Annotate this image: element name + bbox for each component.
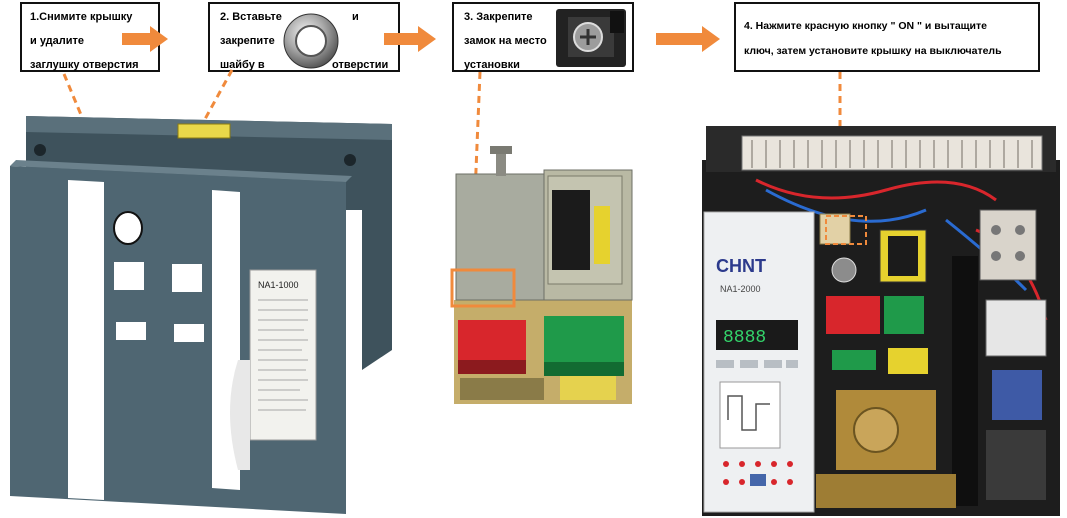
step-3-line-2: замок на место <box>464 35 547 47</box>
washer-image <box>283 13 339 69</box>
brand-label: CHNT <box>716 256 766 276</box>
step-2-line-4: шайбу в <box>220 59 265 71</box>
breaker-cover-image: NA1-1000 <box>10 116 392 514</box>
step-2-line-3: закрепите <box>220 35 275 47</box>
lock-module-image <box>450 146 633 404</box>
step-1-line-3: заглушку отверстия <box>30 59 139 71</box>
step-1-line-1: 1.Снимите крышку <box>30 11 133 23</box>
step-2-line-5: отверстии <box>332 59 389 71</box>
arrow-1-icon <box>122 26 168 52</box>
step-3-line-1: 3. Закрепите <box>464 11 533 23</box>
display-readout: 8888 <box>723 328 766 348</box>
model-label: NA1-2000 <box>720 284 761 294</box>
arrow-3-icon <box>656 26 720 52</box>
step-2-box: 2. Вставьте и закрепите шайбу в отверсти… <box>208 2 400 72</box>
cover-label: NA1-1000 <box>258 280 299 290</box>
step-4-line-2: ключ, затем установите крышку на выключа… <box>744 45 1002 57</box>
step-2-line-1: 2. Вставьте <box>220 11 282 23</box>
lock-image <box>556 9 626 67</box>
step-4-line-1: 4. Нажмите красную кнопку " ON " и вытащ… <box>744 20 987 32</box>
step-4-box: 4. Нажмите красную кнопку " ON " и вытащ… <box>734 2 1040 72</box>
step-3-line-3: установки <box>464 59 520 71</box>
step-3-box: 3. Закрепите замок на место установки <box>452 2 634 72</box>
breaker-interior-image: CHNT NA1-2000 8888 <box>702 126 1060 516</box>
arrow-2-icon <box>384 26 436 52</box>
step-1-line-2: и удалите <box>30 35 85 47</box>
step-2-line-2: и <box>352 11 359 23</box>
